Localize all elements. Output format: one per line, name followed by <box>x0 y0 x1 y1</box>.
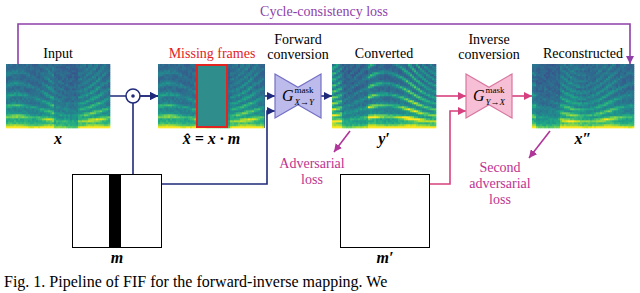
figure: Inputxx̂ = x · mMissing framesForward co… <box>0 0 640 293</box>
